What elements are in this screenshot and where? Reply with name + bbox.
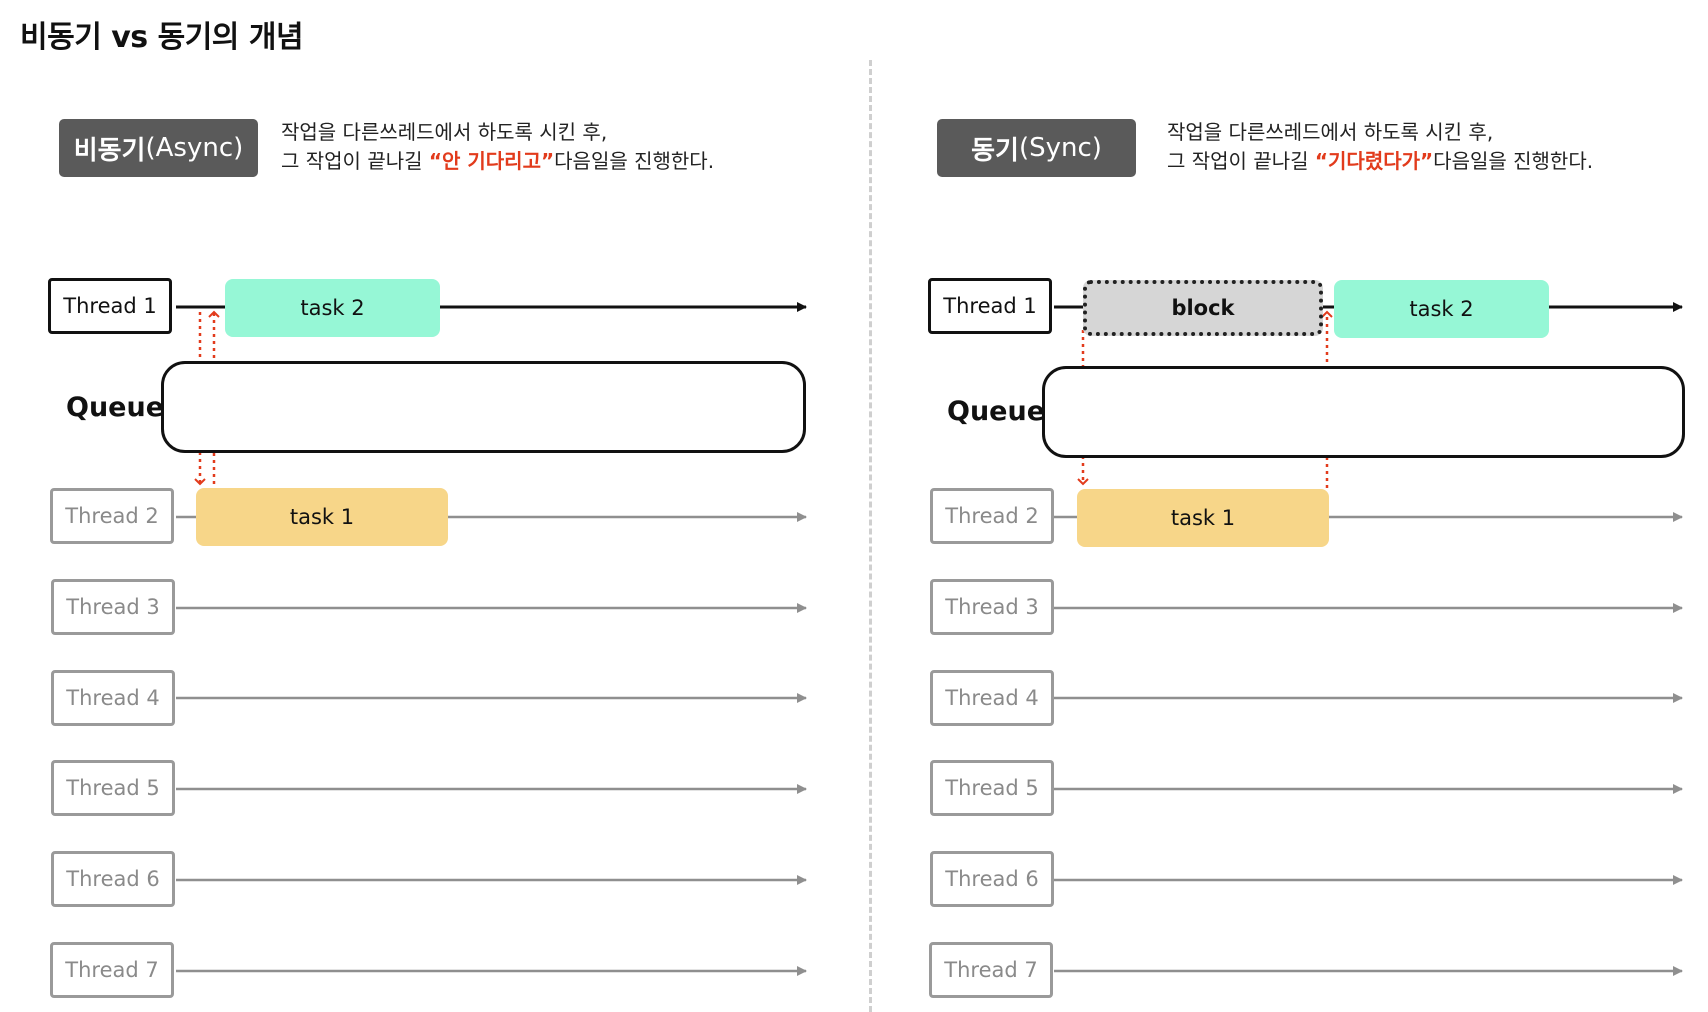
- async-queue-label: Queue: [66, 392, 165, 423]
- async-desc-post: 다음일을 진행한다.: [554, 149, 715, 173]
- sync-thread-4: Thread 4: [930, 670, 1054, 726]
- async-badge: 비동기(Async): [59, 119, 258, 177]
- sync-thread-6: Thread 6: [930, 851, 1054, 907]
- sync-thread-3: Thread 3: [930, 579, 1054, 635]
- async-desc-highlight: “안 기다리고”: [428, 149, 555, 173]
- async-thread-4: Thread 4: [51, 670, 175, 726]
- async-desc-pre: 그 작업이 끝나길: [281, 149, 429, 173]
- async-thread-6: Thread 6: [51, 851, 175, 907]
- sync-badge: 동기(Sync): [937, 119, 1136, 177]
- sync-block: block: [1083, 280, 1323, 336]
- async-panel: 비동기(Async) 작업을 다른쓰레드에서 하도록 시킨 후, 그 작업이 끝…: [48, 118, 807, 998]
- async-thread-5: Thread 5: [51, 760, 175, 816]
- async-desc-line2: 그 작업이 끝나길 “안 기다리고”다음일을 진행한다.: [281, 147, 714, 176]
- sync-task-1: task 1: [1077, 489, 1329, 547]
- async-badge-rest: (Async): [145, 133, 244, 163]
- sync-task-2: task 2: [1334, 280, 1549, 338]
- sync-badge-rest: (Sync): [1018, 133, 1102, 163]
- async-desc-line1: 작업을 다른쓰레드에서 하도록 시킨 후,: [281, 120, 608, 144]
- panel-divider: [869, 60, 872, 1012]
- async-thread-2: Thread 2: [50, 488, 174, 544]
- sync-thread-2: Thread 2: [930, 488, 1054, 544]
- async-description: 작업을 다른쓰레드에서 하도록 시킨 후, 그 작업이 끝나길 “안 기다리고”…: [281, 118, 714, 176]
- async-thread-1: Thread 1: [48, 278, 172, 334]
- async-queue-box: [161, 361, 806, 453]
- sync-thread-1: Thread 1: [928, 278, 1052, 334]
- async-thread-3: Thread 3: [51, 579, 175, 635]
- sync-desc-post: 다음일을 진행한다.: [1433, 149, 1594, 173]
- async-thread-7: Thread 7: [50, 942, 174, 998]
- async-badge-bold: 비동기: [73, 135, 146, 166]
- async-task-1: task 1: [196, 488, 448, 546]
- sync-queue-label: Queue: [947, 396, 1046, 427]
- sync-thread-7: Thread 7: [929, 942, 1053, 998]
- sync-desc-line2: 그 작업이 끝나길 “기다렸다가”다음일을 진행한다.: [1167, 147, 1593, 176]
- async-task-2: task 2: [225, 279, 440, 337]
- sync-desc-highlight: “기다렸다가”: [1314, 149, 1434, 173]
- sync-queue-box: [1042, 366, 1685, 458]
- sync-desc-pre: 그 작업이 끝나길: [1167, 149, 1315, 173]
- sync-desc-line1: 작업을 다른쓰레드에서 하도록 시킨 후,: [1167, 120, 1494, 144]
- sync-thread-5: Thread 5: [930, 760, 1054, 816]
- sync-badge-bold: 동기: [971, 135, 1019, 166]
- page-title: 비동기 vs 동기의 개념: [20, 20, 304, 55]
- sync-description: 작업을 다른쓰레드에서 하도록 시킨 후, 그 작업이 끝나길 “기다렸다가”다…: [1167, 118, 1593, 176]
- sync-panel: 동기(Sync) 작업을 다른쓰레드에서 하도록 시킨 후, 그 작업이 끝나길…: [876, 0, 1708, 1012]
